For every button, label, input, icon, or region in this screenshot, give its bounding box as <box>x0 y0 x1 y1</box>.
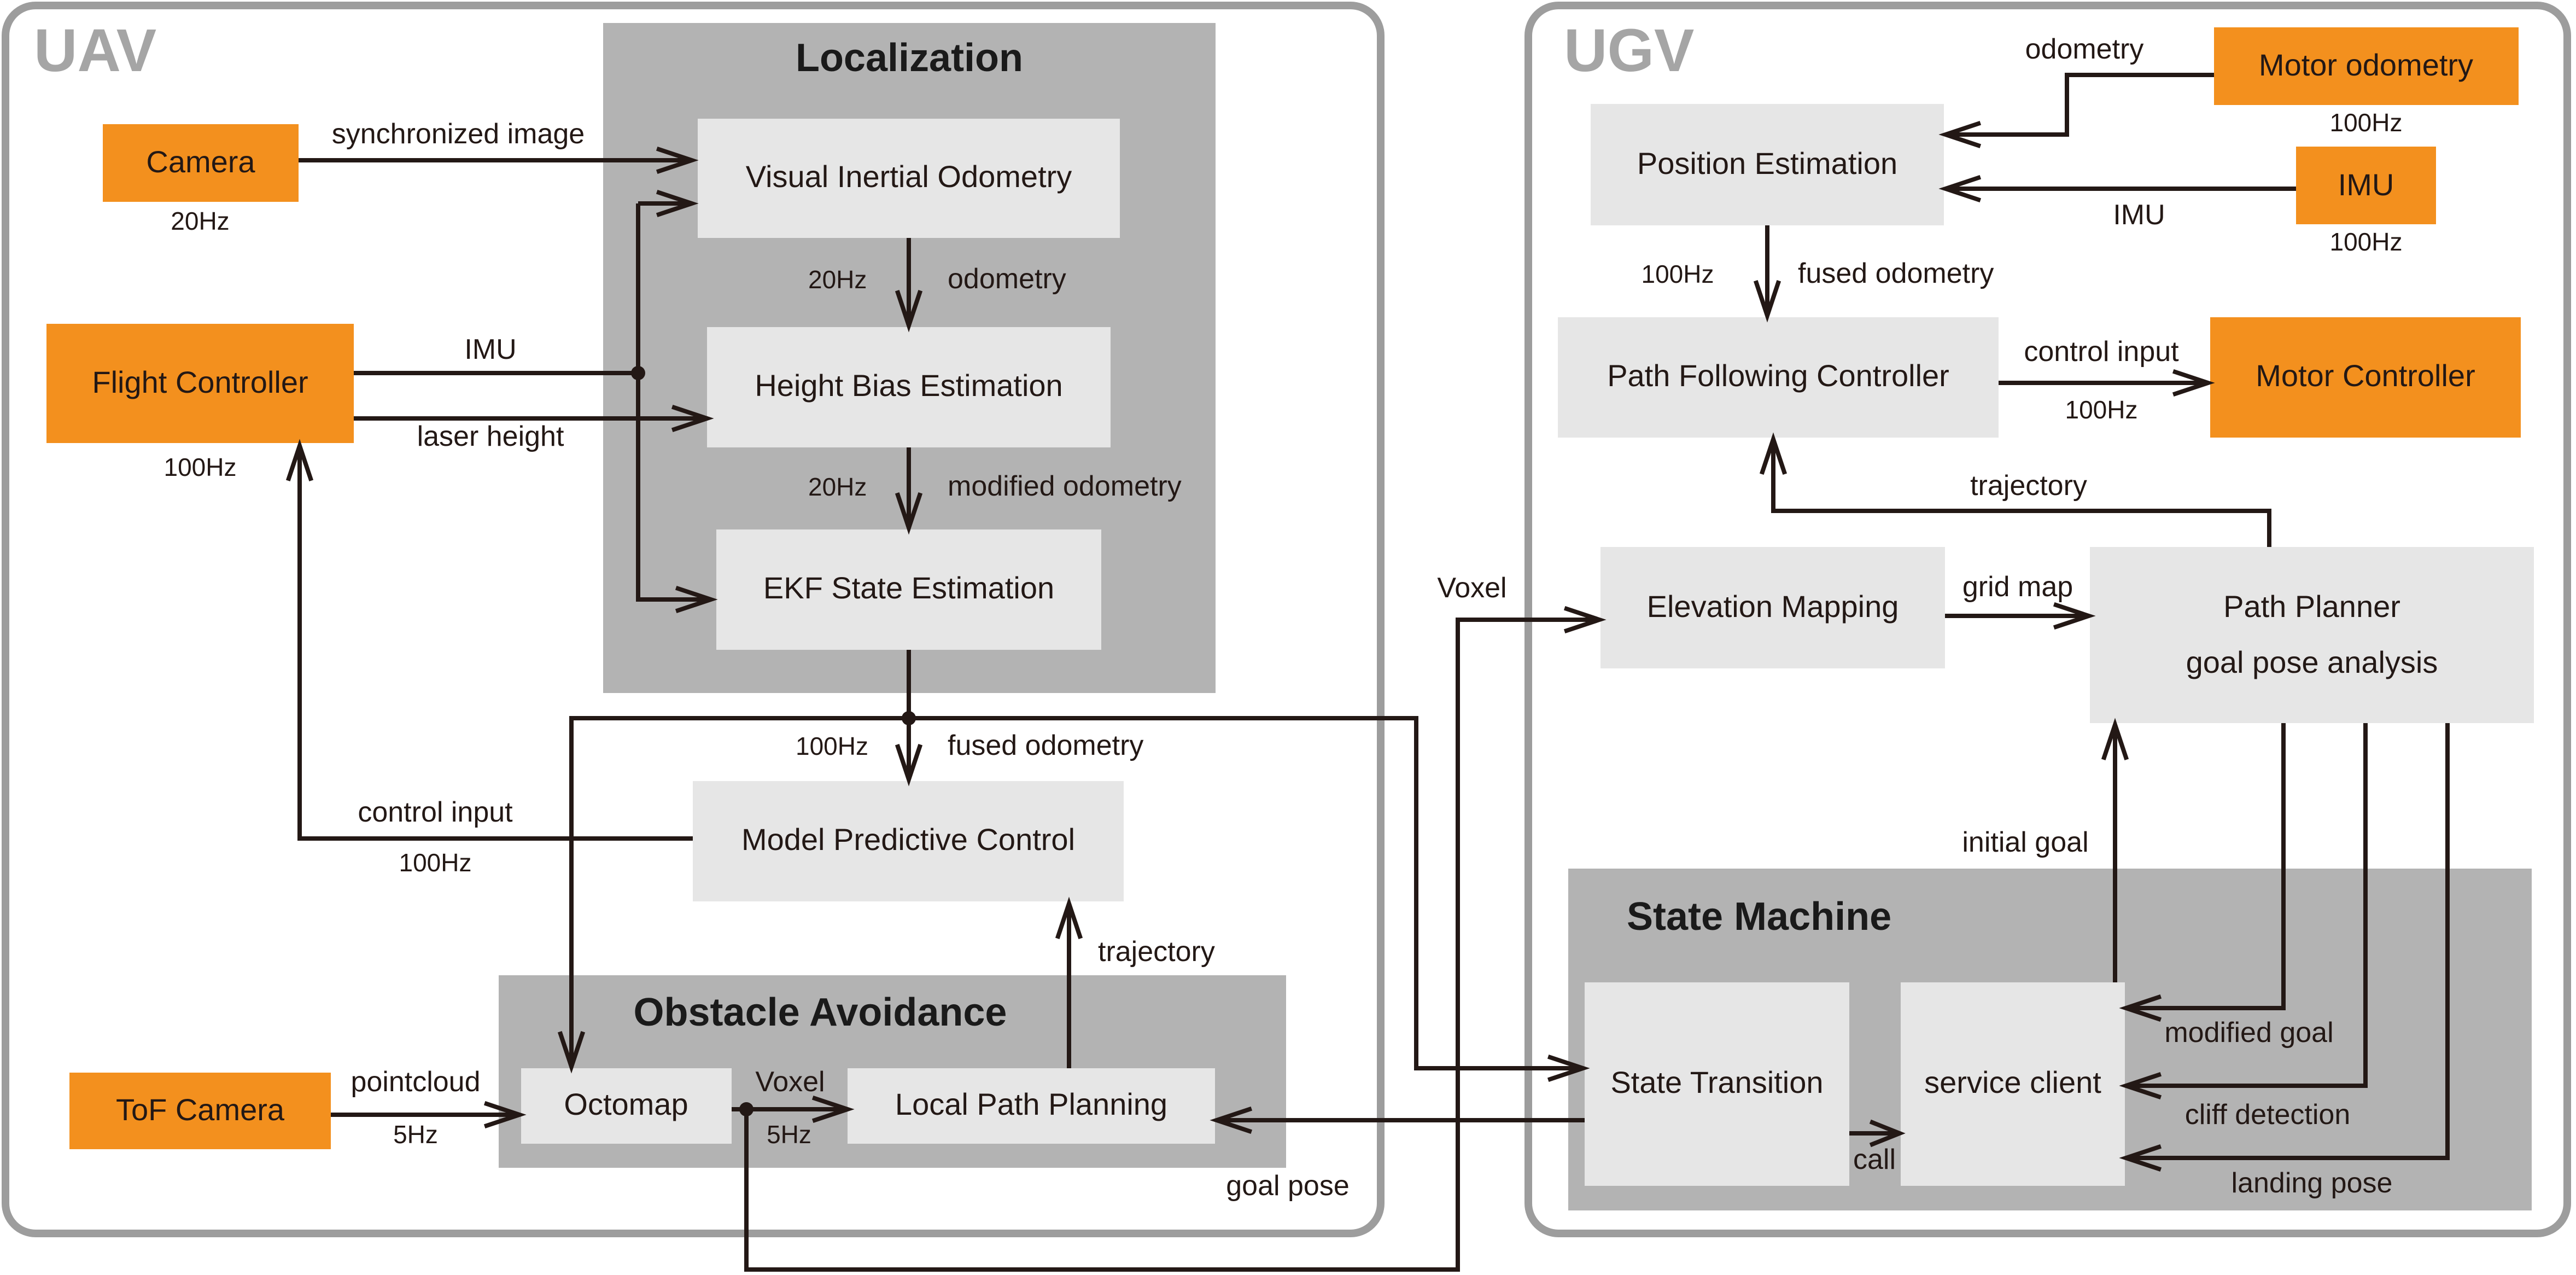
label-control-input-ugv: control input <box>2024 336 2179 368</box>
local-path-planning-label: Local Path Planning <box>895 1087 1167 1121</box>
rate-fused-odometry-ugv: 100Hz <box>1642 260 1714 288</box>
rate-vio-hbe: 20Hz <box>808 265 867 294</box>
label-fused-odometry-uav: fused odometry <box>948 730 1143 761</box>
service-client-label: service client <box>1924 1065 2101 1099</box>
camera-node <box>103 124 299 202</box>
octomap-label: Octomap <box>564 1087 688 1121</box>
height-bias-estimation-node <box>707 327 1111 447</box>
label-synchronized-image: synchronized image <box>332 118 585 150</box>
state-transition-node <box>1585 982 1849 1186</box>
elevation-mapping-node <box>1600 547 1945 668</box>
local-path-planning-node <box>848 1068 1215 1144</box>
elevation-mapping-label: Elevation Mapping <box>1647 589 1899 624</box>
rate-control-input-ugv: 100Hz <box>2065 395 2138 424</box>
rate-voxel-uav: 5Hz <box>767 1120 811 1149</box>
label-goal-pose: goal pose <box>1226 1170 1350 1202</box>
flight-controller-label: Flight Controller <box>92 365 308 399</box>
label-imu-uav: IMU <box>464 334 516 365</box>
rate-control-input-uav: 100Hz <box>399 848 472 877</box>
label-cliff-detection: cliff detection <box>2185 1099 2351 1131</box>
rate-motor-odometry: 100Hz <box>2330 108 2403 137</box>
tof-camera-node <box>69 1073 331 1149</box>
path-planner-label-1: Path Planner <box>2223 589 2400 624</box>
label-odometry-uav: odometry <box>948 263 1066 295</box>
rate-camera: 20Hz <box>171 207 229 235</box>
height-bias-estimation-label: Height Bias Estimation <box>755 368 1062 403</box>
rate-pointcloud: 5Hz <box>393 1120 438 1149</box>
imu-node <box>2296 147 2436 224</box>
label-fused-odometry-ugv: fused odometry <box>1798 258 1994 289</box>
path-planner-label-2: goal pose analysis <box>2186 645 2438 679</box>
path-following-controller-node <box>1558 317 1999 438</box>
label-control-input-uav: control input <box>358 796 513 828</box>
rate-imu-ugv: 100Hz <box>2330 228 2403 256</box>
visual-inertial-odometry-node <box>698 119 1120 238</box>
label-odometry-ugv: odometry <box>2025 33 2144 65</box>
rate-hbe-ekf: 20Hz <box>808 473 867 501</box>
ugv-wires <box>1753 73 2450 1172</box>
rate-ekf-mpc: 100Hz <box>796 732 868 760</box>
position-estimation-label: Position Estimation <box>1637 146 1897 181</box>
label-imu-ugv: IMU <box>2113 199 2165 231</box>
localization-title: Localization <box>796 36 1023 80</box>
motor-odometry-node <box>2214 27 2519 105</box>
path-planner-node <box>2090 547 2534 723</box>
motor-odometry-label: Motor odometry <box>2259 48 2473 82</box>
octomap-node <box>521 1068 732 1144</box>
state-transition-label: State Transition <box>1610 1065 1823 1099</box>
label-modified-odometry: modified odometry <box>948 470 1182 502</box>
service-client-node <box>1901 982 2125 1186</box>
label-voxel-link: Voxel <box>1437 572 1506 604</box>
label-modified-goal: modified goal <box>2164 1017 2333 1049</box>
label-landing-pose: landing pose <box>2232 1167 2393 1199</box>
label-trajectory-uav: trajectory <box>1098 936 1215 968</box>
label-laser-height: laser height <box>417 421 564 452</box>
imu-label: IMU <box>2338 167 2394 202</box>
uav-wires <box>285 146 1607 1272</box>
label-call: call <box>1853 1144 1896 1175</box>
label-trajectory-ugv: trajectory <box>1970 470 2087 502</box>
position-estimation-node <box>1591 104 1944 225</box>
ekf-state-estimation-node <box>716 529 1101 650</box>
motor-controller-node <box>2210 317 2521 438</box>
ugv-title: UGV <box>1564 17 1694 84</box>
path-following-controller-label: Path Following Controller <box>1607 358 1949 393</box>
motor-controller-label: Motor Controller <box>2256 358 2475 393</box>
obstacle-avoidance-title: Obstacle Avoidance <box>634 991 1007 1034</box>
flight-controller-node <box>46 324 354 443</box>
tof-camera-label: ToF Camera <box>116 1092 285 1127</box>
ekf-state-estimation-label: EKF State Estimation <box>763 570 1054 605</box>
uav-title: UAV <box>34 17 156 84</box>
rate-flight-controller: 100Hz <box>164 453 237 481</box>
camera-label: Camera <box>146 144 255 179</box>
label-initial-goal: initial goal <box>1962 826 2088 858</box>
state-machine-title: State Machine <box>1627 895 1891 939</box>
label-voxel-uav: Voxel <box>755 1066 825 1098</box>
model-predictive-control-node <box>693 781 1124 901</box>
model-predictive-control-label: Model Predictive Control <box>741 822 1075 857</box>
visual-inertial-odometry-label: Visual Inertial Odometry <box>746 159 1072 194</box>
label-pointcloud: pointcloud <box>351 1066 480 1098</box>
label-grid-map: grid map <box>1962 571 2073 603</box>
